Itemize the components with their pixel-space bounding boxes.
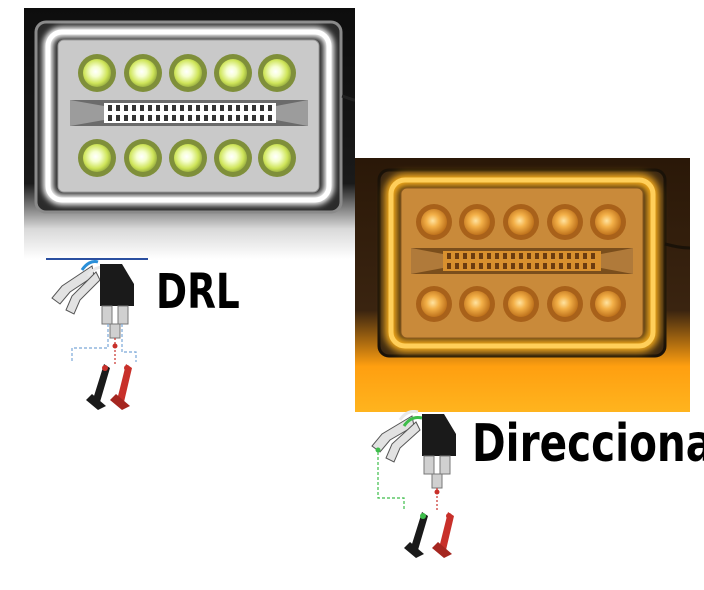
- h4-plug-icon: [100, 264, 134, 339]
- spade-connector-icon: [371, 410, 423, 463]
- direccional-headlight-photo: [355, 158, 690, 412]
- drl-headlight-photo: [24, 8, 355, 259]
- h4-plug-icon: [422, 414, 456, 489]
- direccional-wiring-diagram: [364, 410, 472, 560]
- drl-mode-label: DRL: [156, 264, 240, 320]
- direccional-mode-label: Direccional: [472, 414, 704, 474]
- battery-clip-icon: [86, 364, 132, 410]
- spade-connector-icon: [51, 260, 103, 315]
- battery-clip-icon: [404, 512, 454, 558]
- drl-wiring-diagram: [42, 256, 150, 412]
- drl-led-row-top: [78, 54, 116, 92]
